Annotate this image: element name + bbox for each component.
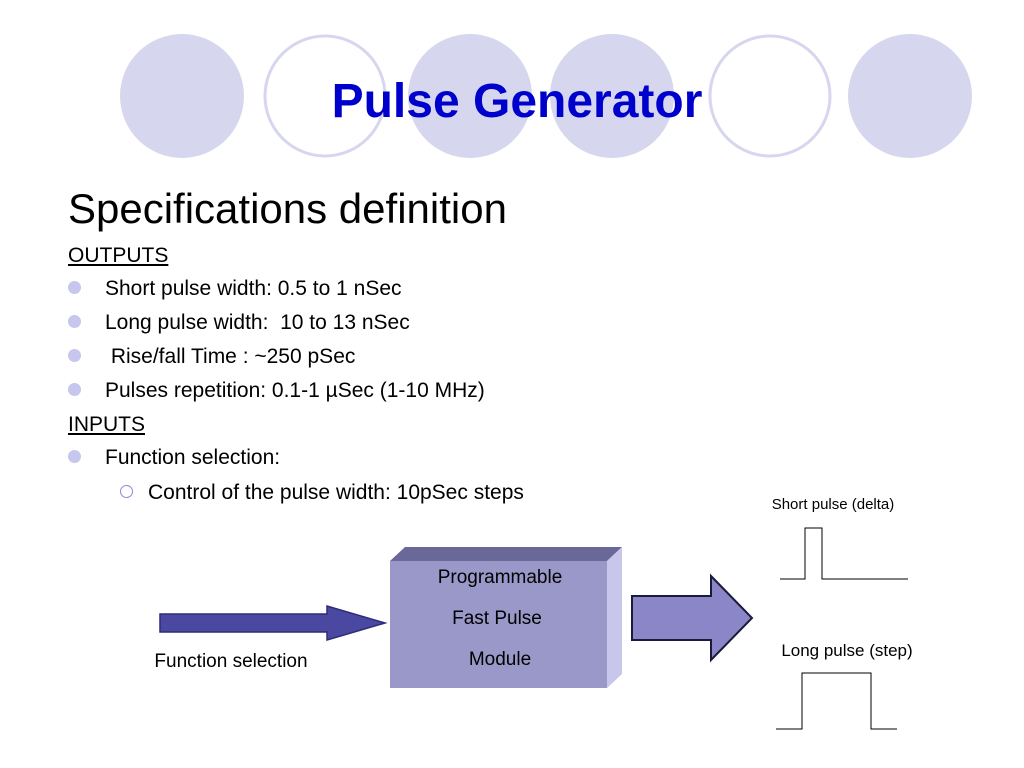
module-label-line3: Module: [469, 649, 531, 670]
decor-circle: [848, 34, 972, 158]
module-box-front: [390, 561, 607, 688]
input-subitem-text: Control of the pulse width: 10pSec steps: [148, 481, 524, 504]
input-arrow: [159, 604, 388, 642]
module-label-line1: Programmable: [438, 567, 563, 588]
decor-circle: [550, 34, 674, 158]
output-item-text: Pulses repetition: 0.1-1 µSec (1-10 MHz): [105, 379, 485, 402]
bullet-icon: [68, 281, 81, 294]
section-heading: Specifications definition: [68, 185, 507, 232]
output-item: Rise/fall Time : ~250 pSec: [68, 344, 355, 370]
bullet-icon: [68, 450, 81, 463]
input-item-text: Function selection:: [105, 446, 281, 469]
output-arrow: [631, 573, 754, 663]
bullet-icon: [68, 383, 81, 396]
module-label-line2: Fast Pulse: [452, 608, 542, 629]
module-box-side: [607, 547, 622, 688]
input-subitem: Control of the pulse width: 10pSec steps: [120, 480, 524, 506]
input-item: Function selection:: [68, 445, 280, 471]
short-pulse-label: Short pulse (delta): [772, 496, 895, 513]
module-box-top: [390, 547, 622, 561]
output-item-text: Short pulse width: 0.5 to 1 nSec: [105, 277, 402, 300]
decor-ring: [708, 34, 832, 158]
short-pulse-waveform: [780, 527, 908, 580]
bullet-icon: [68, 349, 81, 362]
decor-ring: [263, 34, 387, 158]
inputs-label: INPUTS: [68, 413, 146, 436]
outputs-label: OUTPUTS: [68, 244, 169, 267]
long-pulse-label: Long pulse (step): [781, 641, 912, 660]
decor-circle: [408, 34, 532, 158]
decor-circle: [120, 34, 244, 158]
output-item-text: Rise/fall Time : ~250 pSec: [105, 345, 356, 368]
output-item: Short pulse width: 0.5 to 1 nSec: [68, 276, 402, 302]
output-item: Long pulse width: 10 to 13 nSec: [68, 310, 410, 336]
long-pulse-waveform: [776, 672, 897, 730]
output-item: Pulses repetition: 0.1-1 µSec (1-10 MHz): [68, 378, 485, 404]
output-item-text: Long pulse width: 10 to 13 nSec: [105, 311, 410, 334]
decorative-circles: [120, 34, 972, 158]
slide-title: Pulse Generator: [331, 75, 703, 128]
input-arrow-label: Function selection: [154, 651, 307, 672]
ring-bullet-icon: [120, 485, 133, 498]
bullet-icon: [68, 315, 81, 328]
